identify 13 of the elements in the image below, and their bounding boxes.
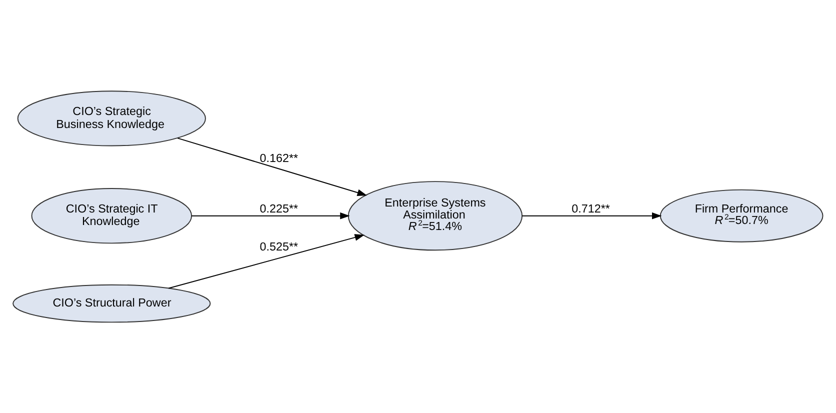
edge-label: 0.712** <box>572 202 610 216</box>
edge-label: 0.162** <box>260 152 298 165</box>
arrow <box>177 138 368 196</box>
edge-label: 0.525** <box>260 240 298 254</box>
arrow <box>168 234 365 289</box>
node-ellipse: CIO’s Strategic IT Knowledge <box>31 188 192 244</box>
node-ellipse: CIO’s Structural Power <box>12 284 211 323</box>
arrow <box>522 212 662 220</box>
node-ellipse: CIO’s Strategic Business Knowledge <box>17 90 206 146</box>
node-ellipse: Firm Performance R$^{2}$=50.7% <box>660 189 824 242</box>
node-ellipse: Enterprise Systems Assimilation R$^{2}$=51.4% <box>348 181 523 251</box>
edge-label: 0.225** <box>260 202 298 216</box>
arrow <box>191 212 350 220</box>
